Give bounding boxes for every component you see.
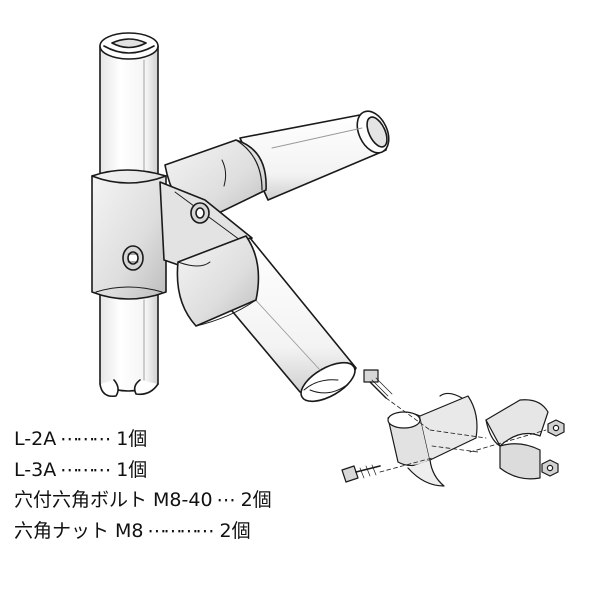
parts-list: L-2A⋯⋯⋯1個 L-3A⋯⋯⋯1個 穴付六角ボルト M8-40⋯2個 六角ナ… — [14, 424, 314, 546]
exploded-nut-bottom — [541, 459, 559, 477]
part-name: 六角ナット M8 — [14, 519, 144, 542]
leader-dots: ⋯⋯⋯ — [60, 428, 111, 450]
bolt-head-left — [122, 245, 144, 271]
bolt-head-right — [190, 202, 210, 224]
part-row: L-2A⋯⋯⋯1個 — [14, 424, 314, 455]
part-row: 六角ナット M8⋯⋯⋯⋯2個 — [14, 516, 314, 547]
leader-dots: ⋯⋯⋯ — [60, 458, 111, 481]
upper-right-pipe — [239, 110, 390, 201]
part-name: L-2A — [14, 428, 57, 450]
part-name: L-3A — [14, 458, 57, 481]
part-quantity: 1個 — [116, 428, 148, 450]
part-row: 穴付六角ボルト M8-40⋯2個 — [14, 485, 314, 516]
part-quantity: 2個 — [240, 489, 272, 511]
part-quantity: 2個 — [219, 519, 251, 542]
exploded-bolt-top — [363, 369, 393, 399]
joint-lower-collar — [176, 235, 260, 327]
leader-dots: ⋯ — [216, 489, 236, 511]
exploded-bolt-bottom — [341, 464, 381, 483]
part-name: 穴付六角ボルト M8-40 — [14, 489, 213, 511]
exploded-nut-top — [547, 419, 565, 437]
part-quantity: 1個 — [116, 458, 148, 481]
leader-dots: ⋯⋯⋯⋯ — [147, 519, 215, 542]
exploded-view — [341, 369, 565, 487]
part-row: L-3A⋯⋯⋯1個 — [14, 455, 314, 486]
